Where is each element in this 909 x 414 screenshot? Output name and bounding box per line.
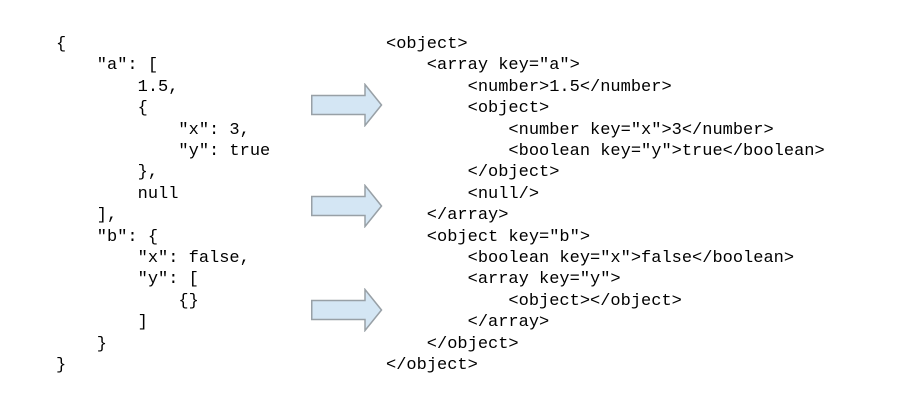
right-arrow-icon (311, 288, 383, 332)
right-arrow-shape (311, 288, 383, 332)
right-arrow-shape (311, 184, 383, 228)
xml-output-code: <object> <array key="a"> <number>1.5</nu… (386, 35, 825, 376)
right-arrow-icon (311, 184, 383, 228)
json-source-code: { "a": [ 1.5, { "x": 3, "y": true }, nul… (56, 35, 271, 376)
right-arrow-icon (311, 83, 383, 127)
right-arrow-shape (311, 83, 383, 127)
